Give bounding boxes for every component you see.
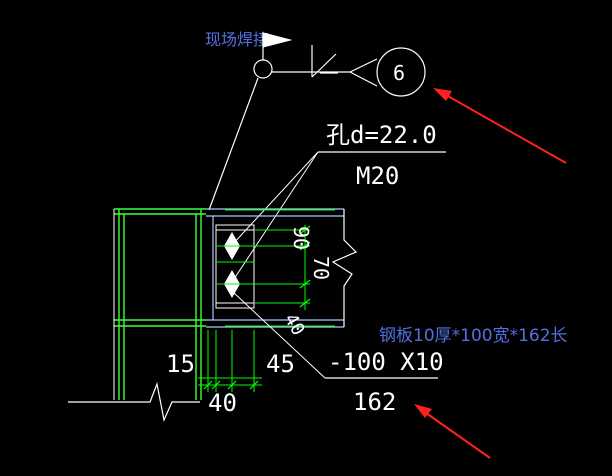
plate-leader: [232, 291, 326, 379]
beam-end: [206, 208, 344, 328]
bolt-leader-2: [231, 151, 319, 283]
dim-15: 15: [166, 350, 195, 378]
plate-section-label: -100 X10: [328, 348, 444, 376]
column: [114, 208, 206, 400]
dim-40-diagonal: 40: [280, 310, 309, 339]
field-weld-note: 现场焊接: [205, 30, 269, 49]
hole-diameter-label: 孔d=22.0: [326, 121, 437, 149]
weld-size-number: 6: [393, 61, 405, 85]
weld-flag-symbol: [253, 32, 426, 97]
shear-plate: [215, 224, 255, 309]
dim-40: 40: [208, 389, 237, 417]
weld-leader-line: [208, 77, 259, 211]
floor-break-line: [68, 381, 200, 422]
plate-length-label: 162: [353, 388, 396, 416]
bolt-spec-label: M20: [356, 162, 399, 190]
dim-45: 45: [266, 350, 295, 378]
dimension-ticks: [203, 225, 311, 390]
steel-plate-note: 钢板10厚*100宽*162长: [379, 326, 568, 346]
dim-70: 70: [309, 256, 333, 280]
dim-90: 90: [289, 226, 313, 250]
beam-break-line: [331, 209, 358, 327]
red-arrow-lower: [414, 404, 491, 459]
red-arrow-upper: [433, 88, 567, 164]
